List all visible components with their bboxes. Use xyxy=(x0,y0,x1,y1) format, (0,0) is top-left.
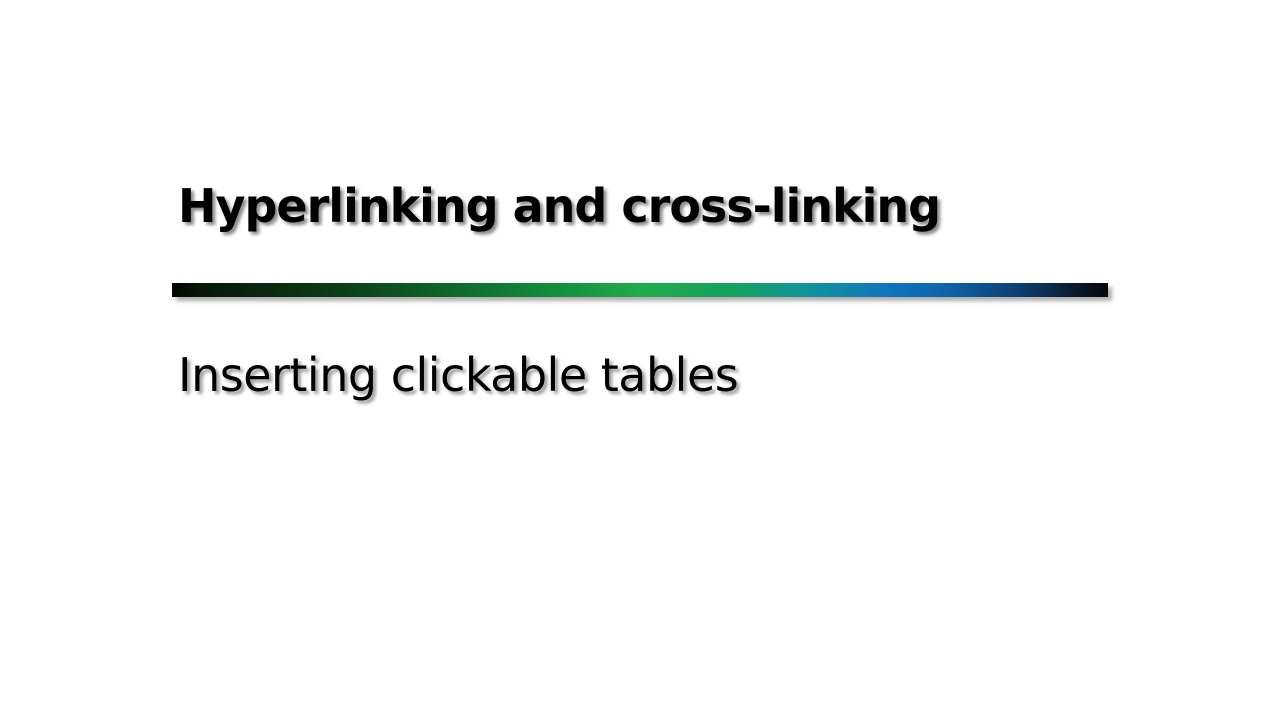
gradient-divider-rule xyxy=(172,283,1108,297)
slide-subtitle: Inserting clickable tables xyxy=(178,348,739,402)
slide-title: Hyperlinking and cross-linking xyxy=(178,179,941,233)
